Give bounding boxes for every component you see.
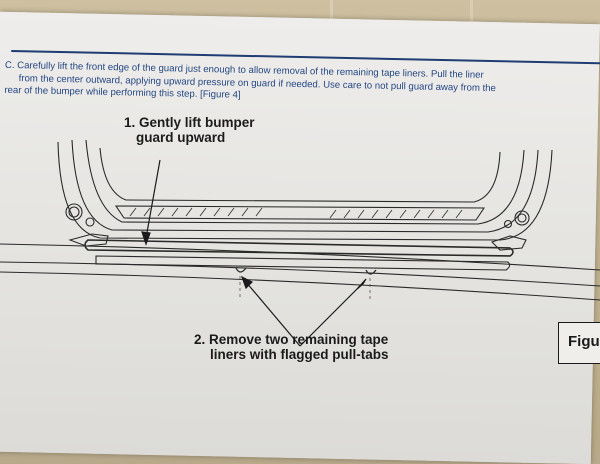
tape-liner-dashes (239, 276, 371, 302)
callout-line: guard upward (136, 130, 226, 145)
tile-grout-line (470, 0, 473, 22)
figure-label-box: Figu (558, 322, 600, 364)
leader-arrows (141, 159, 367, 347)
callout-line: 1. Gently lift bumper (124, 115, 255, 130)
hatch-marks (129, 207, 463, 219)
callout-line: 2. Remove two remaining tape (194, 332, 389, 347)
callout-step-1: 1. Gently lift bumper guard upward (124, 115, 255, 145)
callout-line: liners with flagged pull-tabs (210, 347, 389, 362)
bumper-outline (0, 139, 600, 301)
bumper-diagram (0, 139, 600, 347)
tile-grout-line (330, 0, 333, 20)
callout-step-2: 2. Remove two remaining tape liners with… (194, 332, 389, 362)
figure-label: Figu (568, 333, 600, 350)
